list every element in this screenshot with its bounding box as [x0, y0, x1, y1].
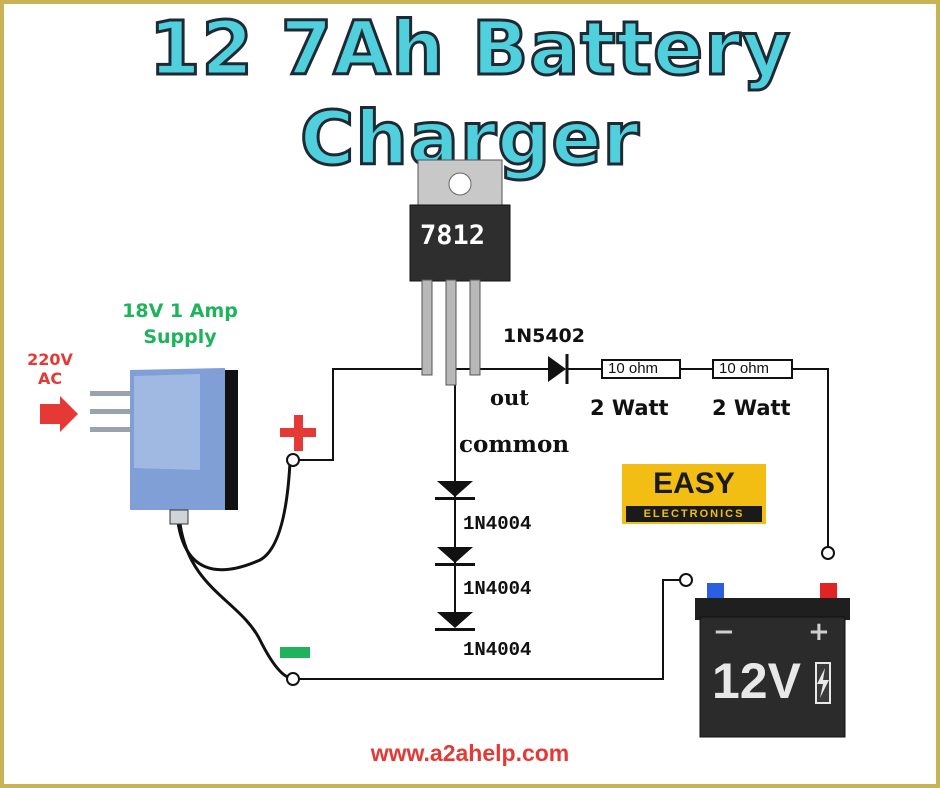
- supply-label-line2: Supply: [143, 326, 217, 348]
- diode-1n4004-label-2: 1N4004: [463, 578, 532, 600]
- ac-label-line2: AC: [37, 369, 63, 388]
- resistor-1-power: 2 Watt: [590, 396, 669, 420]
- power-adapter: [90, 368, 238, 525]
- diode-stack: [435, 481, 475, 631]
- minus-sign: [280, 647, 310, 658]
- plus-terminal: [286, 453, 300, 467]
- wire-input-regulator: [298, 368, 430, 461]
- resistor-2-power: 2 Watt: [712, 396, 791, 420]
- regulator-label: 7812: [420, 220, 486, 251]
- diode-1n5402-label: 1N5402: [503, 325, 586, 347]
- plus-sign: [280, 415, 316, 451]
- resistor-2-value: 10 ohm: [719, 360, 770, 377]
- supply-cables: [176, 461, 292, 680]
- resistor-1-symbol: [601, 359, 681, 379]
- battery-minus-node: [679, 573, 693, 587]
- battery-label: 12V: [712, 653, 801, 709]
- wire-resistor2-battery-plus: [792, 368, 829, 548]
- logo-line1: EASY: [653, 467, 735, 500]
- supply-label: 18V 1 Amp Supply: [100, 298, 260, 350]
- easy-electronics-logo: EASY ELECTRONICS: [622, 464, 766, 524]
- diode-1n4004-label-3: 1N4004: [463, 639, 532, 661]
- regulator-out-label: out: [490, 385, 529, 410]
- diode-1n5402-symbol: [548, 354, 569, 384]
- battery-minus-mark: −: [713, 617, 735, 647]
- logo-line2: ELECTRONICS: [626, 506, 762, 522]
- battery-plus-mark: +: [808, 617, 830, 647]
- wire-ground: [298, 579, 682, 680]
- battery-12v: [695, 583, 850, 738]
- ac-input-arrow: [40, 396, 78, 432]
- minus-terminal: [286, 672, 300, 686]
- resistor-1-value: 10 ohm: [608, 360, 659, 377]
- battery-plus-node: [821, 546, 835, 560]
- supply-label-line1: 18V 1 Amp: [122, 300, 238, 322]
- regulator-7812: [409, 159, 511, 386]
- ac-label-line1: 220V: [27, 350, 73, 369]
- website-url[interactable]: www.a2ahelp.com: [370, 740, 570, 766]
- regulator-common-label: common: [459, 431, 570, 458]
- resistor-2-symbol: [712, 359, 793, 379]
- ac-input-label: 220V AC: [20, 350, 80, 388]
- diode-1n4004-label-1: 1N4004: [463, 513, 532, 535]
